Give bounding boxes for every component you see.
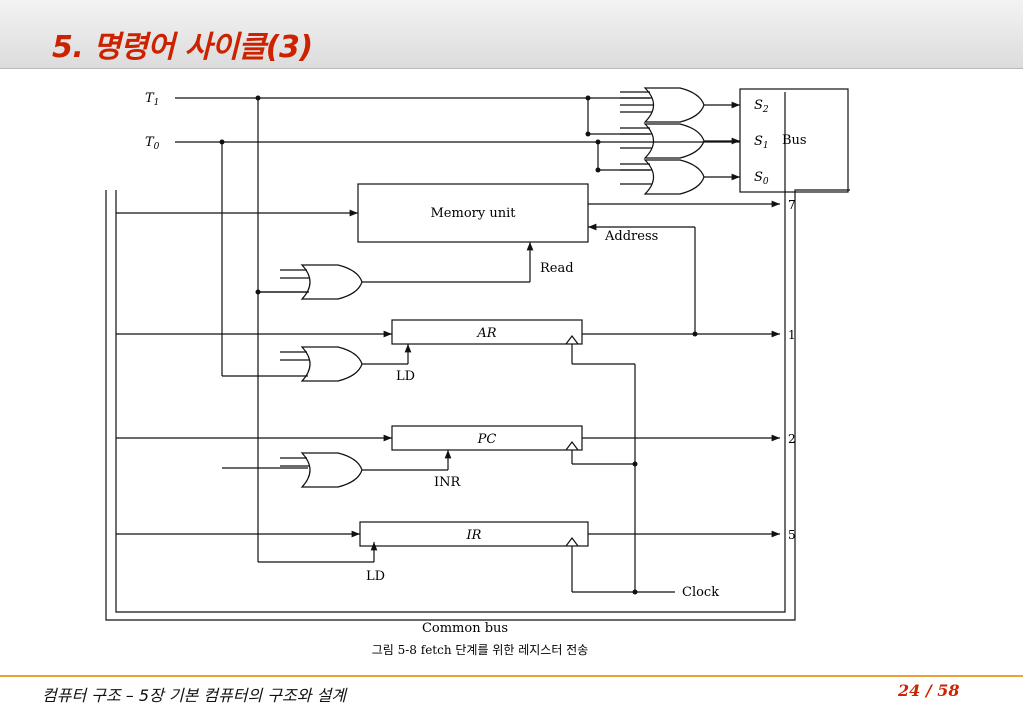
inr-label: INR [434,475,462,490]
ir-label: IR [466,528,482,543]
ar-label: AR [476,326,496,341]
clock-label: Clock [682,585,719,600]
bus-number-1: 1 [788,328,796,342]
ld-ar-label: LD [396,369,415,384]
s2-label: S2 [754,98,769,115]
fetch-diagram: T1 T0 S2 S1 Bus S0 Memory unit Address R… [105,87,850,657]
read-label: Read [540,261,574,276]
t0-label: T0 [145,135,160,152]
page-number: 24 / 58 [898,681,960,700]
memory-unit-label: Memory unit [431,206,517,221]
address-label: Address [604,229,658,244]
s1-label: S1 [754,134,769,151]
pc-label: PC [477,432,497,447]
footer-divider [0,675,1023,677]
common-bus-label: Common bus [422,621,508,636]
figure-caption: 그림 5-8 fetch 단계를 위한 레지스터 전송 [372,643,589,657]
bus-number-2: 2 [788,432,796,446]
t1-label: T1 [145,91,159,108]
footer-title: 컴퓨터 구조 – 5장 기본 컴퓨터의 구조와 설계 [42,686,347,705]
s0-label: S0 [754,170,769,187]
bus-number-7: 7 [788,198,796,212]
title-bar: 5. 명령어 사이클(3) [0,0,1023,69]
ld-ir-label: LD [366,569,385,584]
bus-number-5: 5 [788,528,796,542]
bus-label: Bus [782,133,807,148]
slide-title: 5. 명령어 사이클(3) [52,30,313,65]
